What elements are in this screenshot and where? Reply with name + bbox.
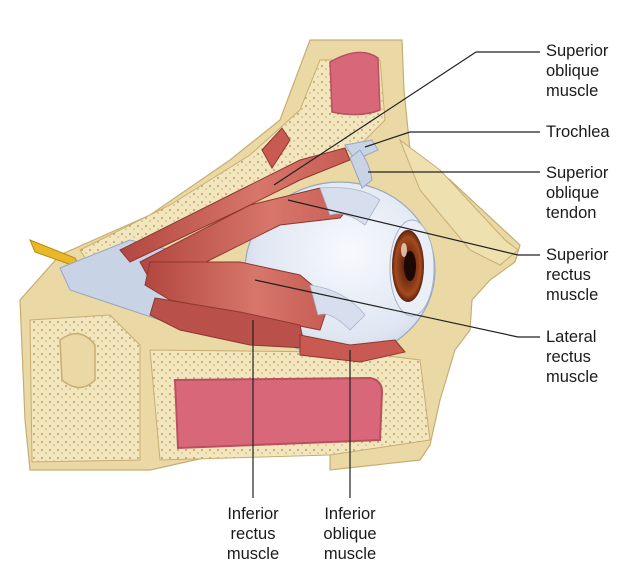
levator-stub [261,127,291,169]
label-line: oblique [546,62,600,80]
eye-highlight [401,243,407,257]
label-line: Superior [546,164,609,182]
superior-rectus-tendon [319,187,381,226]
label-line: Inferior [324,505,376,523]
label-line: muscle [226,545,280,563]
label-line: tendon [546,204,597,222]
label-line: Inferior [227,505,279,523]
inferior-rectus-muscle-shape [149,297,306,349]
label-line: oblique [323,525,377,543]
sphenoid-bone [29,314,141,463]
label-line: oblique [546,184,600,202]
leader-superior-rectus-muscle [287,199,519,256]
label-line: rectus [230,525,276,543]
pupil [404,251,416,281]
label-inferior-oblique-muscle: Inferior oblique muscle [310,504,390,564]
lateral-rectus-muscle-shape [144,261,331,331]
label-line: Superior [546,42,609,60]
superior-oblique-muscle-shape [119,147,351,263]
sphenoid-cavity [59,332,96,389]
superior-oblique-tendon-shape [349,149,373,189]
label-trochlea: Trochlea [546,122,610,142]
maxillary-sinus [173,376,384,450]
label-line: Superior [546,246,609,264]
label-line: muscle [323,545,377,563]
label-line: muscle [546,286,599,304]
label-line: muscle [546,82,599,100]
label-line: rectus [546,266,591,284]
frontal-sinus [329,51,381,116]
label-line: rectus [546,348,591,366]
nasal-bone [398,138,519,266]
inferior-oblique-muscle-shape [299,334,406,363]
leader-lateral-rectus-muscle [254,279,519,338]
label-inferior-rectus-muscle: Inferior rectus muscle [213,504,293,564]
label-superior-oblique-muscle: Superior oblique muscle [546,41,608,101]
leader-lines [252,51,540,498]
label-line: Lateral [546,328,597,346]
label-line: Trochlea [546,123,610,141]
label-lateral-rectus-muscle: Lateral rectus muscle [546,327,598,387]
leader-superior-oblique-muscle [273,51,477,186]
leader-trochlea [364,131,411,148]
label-line: muscle [546,368,599,386]
label-superior-rectus-muscle: Superior rectus muscle [546,245,608,305]
label-superior-oblique-tendon: Superior oblique tendon [546,163,608,223]
lateral-rectus-tendon [309,284,366,331]
